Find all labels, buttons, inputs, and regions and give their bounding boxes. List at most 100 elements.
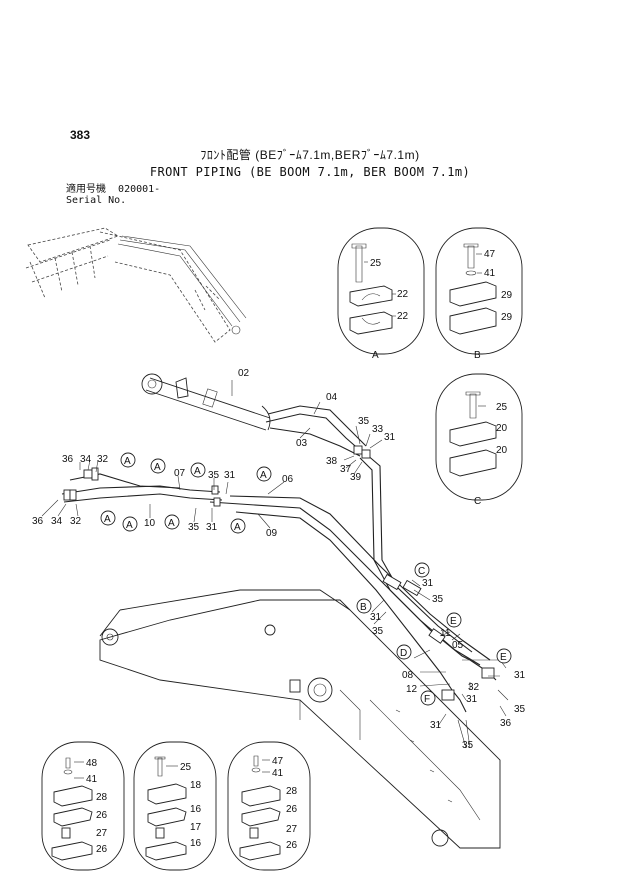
detail-a-letter: A bbox=[372, 350, 379, 361]
detail-b-part-29a: 29 bbox=[501, 290, 513, 301]
callout-35-g: 35 bbox=[462, 740, 474, 751]
callout-09: 09 bbox=[266, 528, 278, 539]
svg-text:E: E bbox=[450, 616, 457, 627]
callout-36-c: 36 bbox=[500, 718, 512, 729]
title-english: FRONT PIPING (BE BOOM 7.1m, BER BOOM 7.1… bbox=[149, 165, 471, 179]
detail-c: 25 20 20 C bbox=[435, 373, 523, 507]
detail-f-part-26a: 26 bbox=[286, 804, 298, 815]
callout-circle-a2: A bbox=[150, 458, 166, 474]
detail-d-part-41: 41 bbox=[86, 774, 98, 785]
detail-e-part-18: 18 bbox=[190, 780, 202, 791]
detail-a-part-22b: 22 bbox=[397, 311, 409, 322]
callout-circle-f1: F bbox=[420, 690, 436, 706]
svg-text:A: A bbox=[168, 518, 175, 529]
title-japanese: ﾌﾛﾝﾄ配管 (BEﾌﾞｰﾑ7.1m,BERﾌﾞｰﾑ7.1m) bbox=[200, 148, 420, 162]
detail-d: 48 41 28 26 27 26 bbox=[41, 741, 125, 871]
callout-35-d: 35 bbox=[432, 594, 444, 605]
svg-text:A: A bbox=[104, 514, 111, 525]
callout-31-e: 31 bbox=[370, 612, 382, 623]
callout-circle-a3: A bbox=[190, 462, 206, 478]
detail-b-part-47: 47 bbox=[484, 249, 496, 260]
callout-circle-a4: A bbox=[256, 466, 272, 482]
callout-31-h: 31 bbox=[430, 720, 442, 731]
svg-text:A: A bbox=[260, 470, 267, 481]
callout-circle-a6: A bbox=[122, 516, 138, 532]
svg-text:A: A bbox=[194, 466, 201, 477]
callout-11: 11 bbox=[440, 628, 451, 639]
page-number: 383 bbox=[70, 128, 91, 142]
svg-text:D: D bbox=[400, 648, 407, 659]
callout-31-a: 31 bbox=[384, 432, 396, 443]
callout-07: 07 bbox=[174, 468, 186, 479]
callout-31-c: 31 bbox=[206, 522, 218, 533]
svg-text:F: F bbox=[424, 694, 430, 705]
callout-35-e: 35 bbox=[372, 626, 384, 637]
detail-f-part-26b: 26 bbox=[286, 840, 298, 851]
callout-35-b: 35 bbox=[208, 470, 220, 481]
callout-35-f: 35 bbox=[514, 704, 526, 715]
detail-b-part-29b: 29 bbox=[501, 312, 513, 323]
callout-circle-c1: C bbox=[414, 562, 430, 578]
detail-d-part-48: 48 bbox=[86, 758, 98, 769]
detail-e-part-16a: 16 bbox=[190, 804, 202, 815]
detail-a-part-25: 25 bbox=[370, 258, 382, 269]
callout-32-b: 32 bbox=[70, 516, 82, 527]
callout-05: 05 bbox=[452, 640, 464, 651]
svg-text:A: A bbox=[234, 522, 241, 533]
callout-35-a: 35 bbox=[358, 416, 370, 427]
callout-35-c: 35 bbox=[188, 522, 200, 533]
callout-33: 33 bbox=[372, 424, 384, 435]
callout-circle-a5: A bbox=[100, 510, 116, 526]
callout-36-a: 36 bbox=[62, 454, 74, 465]
callout-06: 06 bbox=[282, 474, 294, 485]
detail-e-part-17: 17 bbox=[190, 822, 202, 833]
serial-label-jp: 適用号機 bbox=[66, 184, 106, 195]
detail-f-part-27: 27 bbox=[286, 824, 298, 835]
detail-d-part-27: 27 bbox=[96, 828, 108, 839]
detail-e: 25 18 16 17 16 bbox=[133, 741, 217, 871]
serial-block: 適用号機 020001- Serial No. bbox=[66, 184, 160, 206]
detail-b-letter: B bbox=[474, 350, 481, 361]
svg-text:B: B bbox=[360, 602, 367, 613]
callout-02: 02 bbox=[238, 368, 250, 379]
svg-text:A: A bbox=[154, 462, 161, 473]
svg-text:C: C bbox=[418, 566, 425, 577]
callout-34-b: 34 bbox=[51, 516, 63, 527]
callout-circle-a8: A bbox=[230, 518, 246, 534]
callout-circle-b1: B bbox=[356, 598, 372, 614]
callout-36-b: 36 bbox=[32, 516, 44, 527]
callout-39: 39 bbox=[350, 472, 362, 483]
callout-circle-a7: A bbox=[164, 514, 180, 530]
main-piping-drawing: 02 04 03 35 33 31 38 37 39 36 34 32 07 3… bbox=[32, 368, 526, 849]
detail-d-part-26a: 26 bbox=[96, 810, 108, 821]
serial-label-en: Serial No. bbox=[66, 195, 127, 206]
detail-a: 25 22 22 A bbox=[337, 227, 425, 361]
callout-32-c: 32 bbox=[468, 682, 480, 693]
detail-f-part-41: 41 bbox=[272, 768, 284, 779]
callout-38: 38 bbox=[326, 456, 338, 467]
detail-f-part-28: 28 bbox=[286, 786, 298, 797]
callout-10: 10 bbox=[144, 518, 156, 529]
detail-f: 47 41 28 26 27 26 bbox=[227, 741, 311, 871]
callout-31-g: 31 bbox=[514, 670, 526, 681]
callout-08: 08 bbox=[402, 670, 414, 681]
detail-f-part-47: 47 bbox=[272, 756, 284, 767]
detail-a-part-22a: 22 bbox=[397, 289, 409, 300]
svg-text:A: A bbox=[124, 456, 131, 467]
detail-c-part-20a: 20 bbox=[496, 423, 508, 434]
svg-text:A: A bbox=[126, 520, 133, 531]
excavator-overview bbox=[25, 227, 247, 343]
serial-value: 020001- bbox=[118, 184, 161, 195]
callout-31-f: 31 bbox=[466, 694, 478, 705]
callout-circle-a1: A bbox=[120, 452, 136, 468]
detail-e-part-25: 25 bbox=[180, 762, 192, 773]
detail-d-part-26b: 26 bbox=[96, 844, 108, 855]
callout-04: 04 bbox=[326, 392, 338, 403]
callout-circle-e1: E bbox=[446, 612, 462, 628]
callout-37: 37 bbox=[340, 464, 352, 475]
serial-line-jp: 適用号機 020001- bbox=[66, 184, 160, 195]
callout-31-d: 31 bbox=[422, 578, 434, 589]
callout-31-b: 31 bbox=[224, 470, 236, 481]
callout-circle-e2: E bbox=[496, 648, 512, 664]
